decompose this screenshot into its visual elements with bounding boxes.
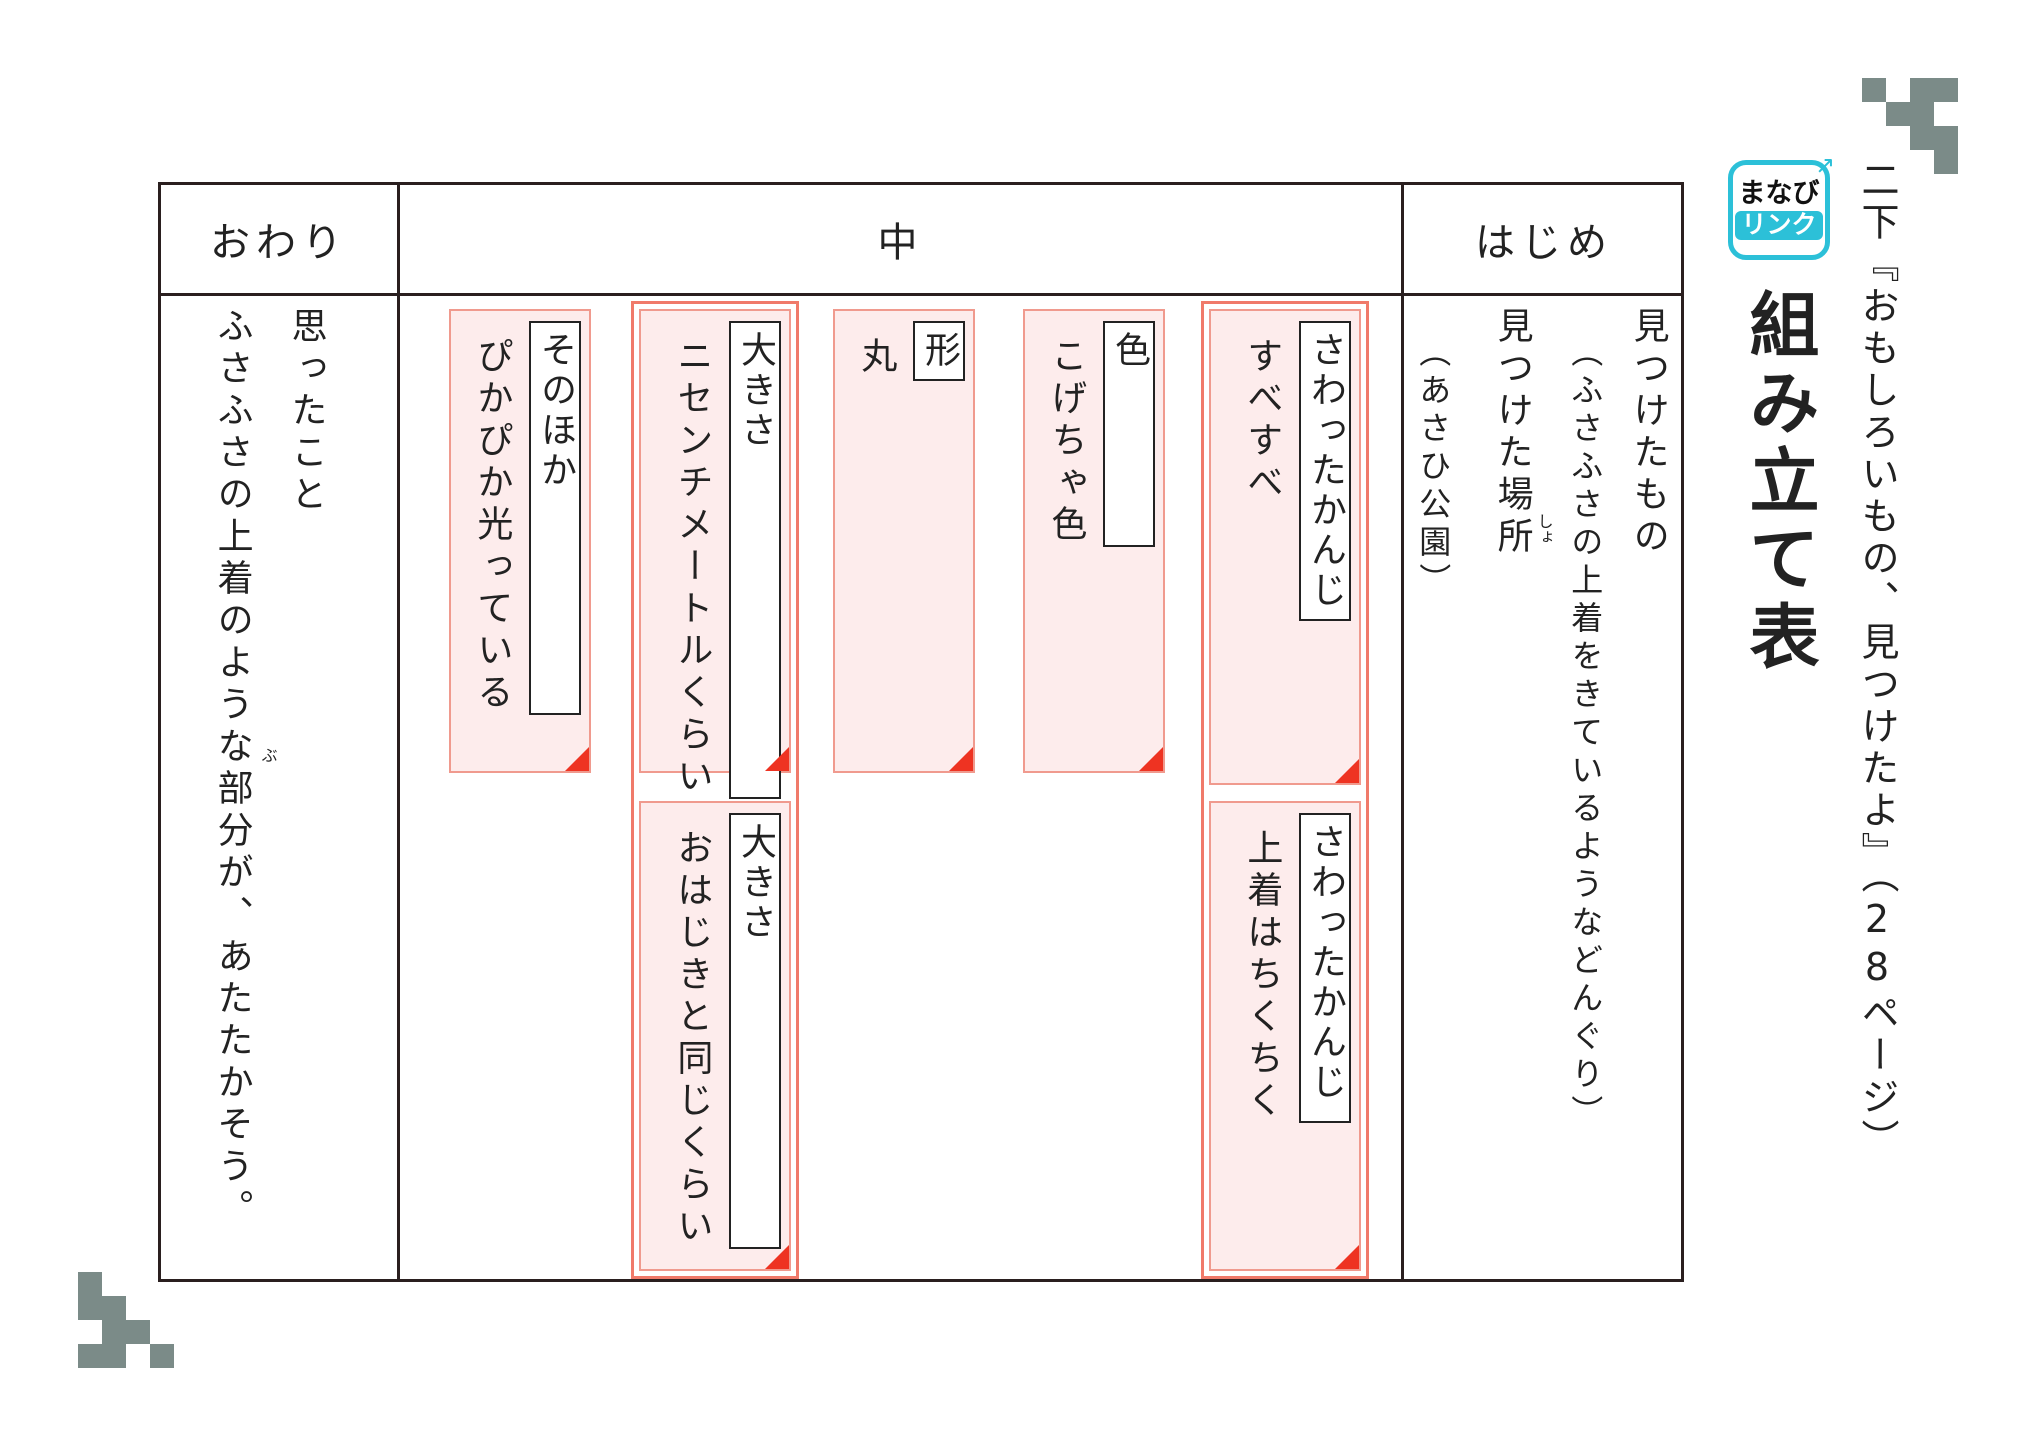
hajime-item1-label: 見つけたもの	[1627, 307, 1669, 559]
header-divider	[161, 293, 1681, 296]
card-sawatta-2: さわったかんじ 上着はちくちく	[1209, 801, 1361, 1271]
arrow-up-right-icon: ↗	[1815, 151, 1836, 179]
fold-corner-icon	[949, 747, 973, 771]
hajime-item2-value: （あさひ公園）	[1414, 335, 1453, 601]
card-label: そのほか	[529, 321, 581, 715]
card-iro: 色 こげちゃ色	[1023, 309, 1165, 773]
fold-corner-icon	[1139, 747, 1163, 771]
structure-table: おわり 中 はじめ 見つけたもの （ふさふさの上着をきているようなどんぐり） 見…	[158, 182, 1684, 1282]
source-title: 二下『おもしろいもの、見つけたよ』（28ページ）	[1855, 160, 1899, 1161]
owari-text: ふさふさの上着のような部分が、あたたかそう。	[211, 307, 253, 1231]
card-text: ぴかぴか光っている	[471, 337, 513, 715]
column-header-hajime: はじめ	[1475, 220, 1613, 266]
column-header-owari: おわり	[210, 220, 348, 266]
fold-corner-icon	[765, 1245, 789, 1269]
card-text: 上着はちくちく	[1241, 829, 1283, 1123]
card-label: 大きさ	[729, 813, 781, 1249]
card-text: ニセンチメートルくらい	[671, 337, 713, 799]
fold-corner-icon	[1335, 1245, 1359, 1269]
card-group-sawatta	[1201, 301, 1369, 1279]
card-text: 丸	[855, 337, 897, 379]
fold-corner-icon	[565, 747, 589, 771]
owari-ruby: ぶ	[258, 747, 278, 763]
page-title: 組み立て表	[1738, 288, 1820, 678]
logo-text-top: まなび	[1738, 178, 1820, 210]
hajime-item2-label: 見つけた場所	[1491, 307, 1533, 559]
card-text: すべすべ	[1241, 337, 1283, 505]
hajime-item1-value: （ふさふさの上着をきているようなどんぐり）	[1566, 335, 1605, 1133]
divider-owari-naka	[397, 185, 400, 1279]
logo-text-bottom: リンク	[1735, 210, 1823, 240]
card-sonohoka: そのほか ぴかぴか光っている	[449, 309, 591, 773]
owari-label: 思ったこと	[285, 307, 327, 517]
fold-corner-icon	[1335, 759, 1359, 783]
manabi-link-logo: まなび リンク ↗	[1728, 153, 1835, 260]
card-katachi: 形 丸	[833, 309, 975, 773]
card-ookisa-1: 大きさ ニセンチメートルくらい	[639, 309, 791, 799]
column-header-naka: 中	[877, 220, 924, 266]
divider-naka-hajime	[1401, 185, 1404, 1279]
card-label: 形	[913, 321, 965, 381]
hajime-item2-ruby: しょ	[1534, 513, 1554, 545]
card-sawatta-1: さわったかんじ すべすべ	[1209, 309, 1361, 785]
card-ookisa-2: 大きさ おはじきと同じくらい	[639, 801, 791, 1271]
card-label: 色	[1103, 321, 1155, 547]
card-label: 大きさ	[729, 321, 781, 799]
card-text: こげちゃ色	[1045, 337, 1087, 547]
checker-pattern-bottom-left	[78, 1272, 174, 1368]
card-text: おはじきと同じくらい	[671, 829, 713, 1249]
card-label: さわったかんじ	[1299, 321, 1351, 621]
card-group-ookisa	[631, 301, 799, 1279]
fold-corner-icon	[765, 747, 789, 771]
checker-pattern-top-right	[1862, 78, 1958, 174]
card-label: さわったかんじ	[1299, 813, 1351, 1123]
